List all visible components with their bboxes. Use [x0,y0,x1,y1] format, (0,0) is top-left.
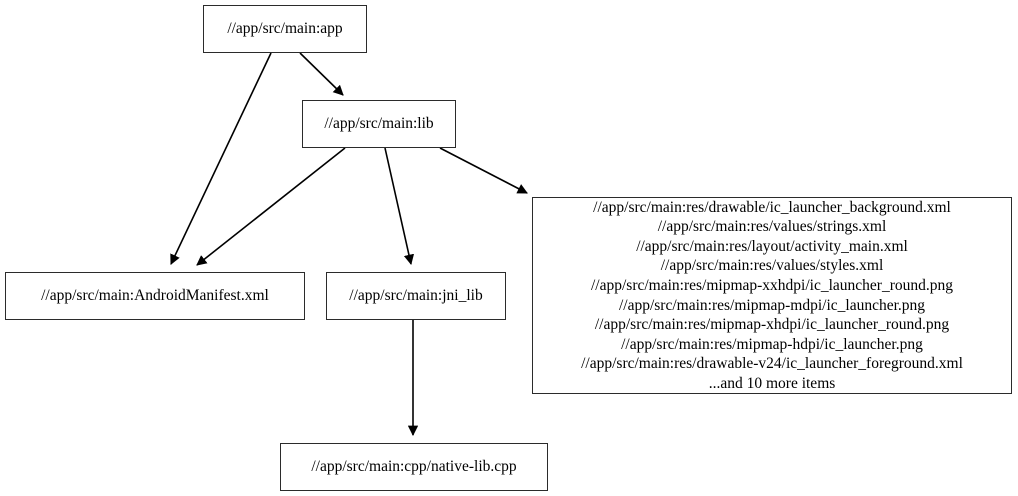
graph-node-jni-lib[interactable]: //app/src/main:jni_lib [326,272,506,320]
edge-lib-to-androidmanifest [196,147,346,266]
graph-node-lib-label: //app/src/main:lib [324,115,434,133]
graph-node-lib[interactable]: //app/src/main:lib [302,100,456,148]
graph-node-app[interactable]: //app/src/main:app [203,5,367,53]
graph-node-androidmanifest-label: //app/src/main:AndroidManifest.xml [41,287,269,305]
edge-lib-to-res-group [439,147,528,194]
graph-node-native-lib[interactable]: //app/src/main:cpp/native-lib.cpp [280,443,548,491]
graph-node-app-label: //app/src/main:app [227,20,343,38]
graph-node-androidmanifest[interactable]: //app/src/main:AndroidManifest.xml [5,272,305,320]
edge-lib-to-jni-lib [384,147,415,266]
graph-node-native-lib-label: //app/src/main:cpp/native-lib.cpp [311,458,517,476]
edge-app-to-lib [299,52,344,96]
graph-node-res-group-label: //app/src/main:res/drawable/ic_launcher_… [581,198,963,392]
edge-app-to-androidmanifest [170,52,272,265]
graph-node-jni-lib-label: //app/src/main:jni_lib [349,287,483,305]
graph-node-res-group[interactable]: //app/src/main:res/drawable/ic_launcher_… [532,197,1012,394]
